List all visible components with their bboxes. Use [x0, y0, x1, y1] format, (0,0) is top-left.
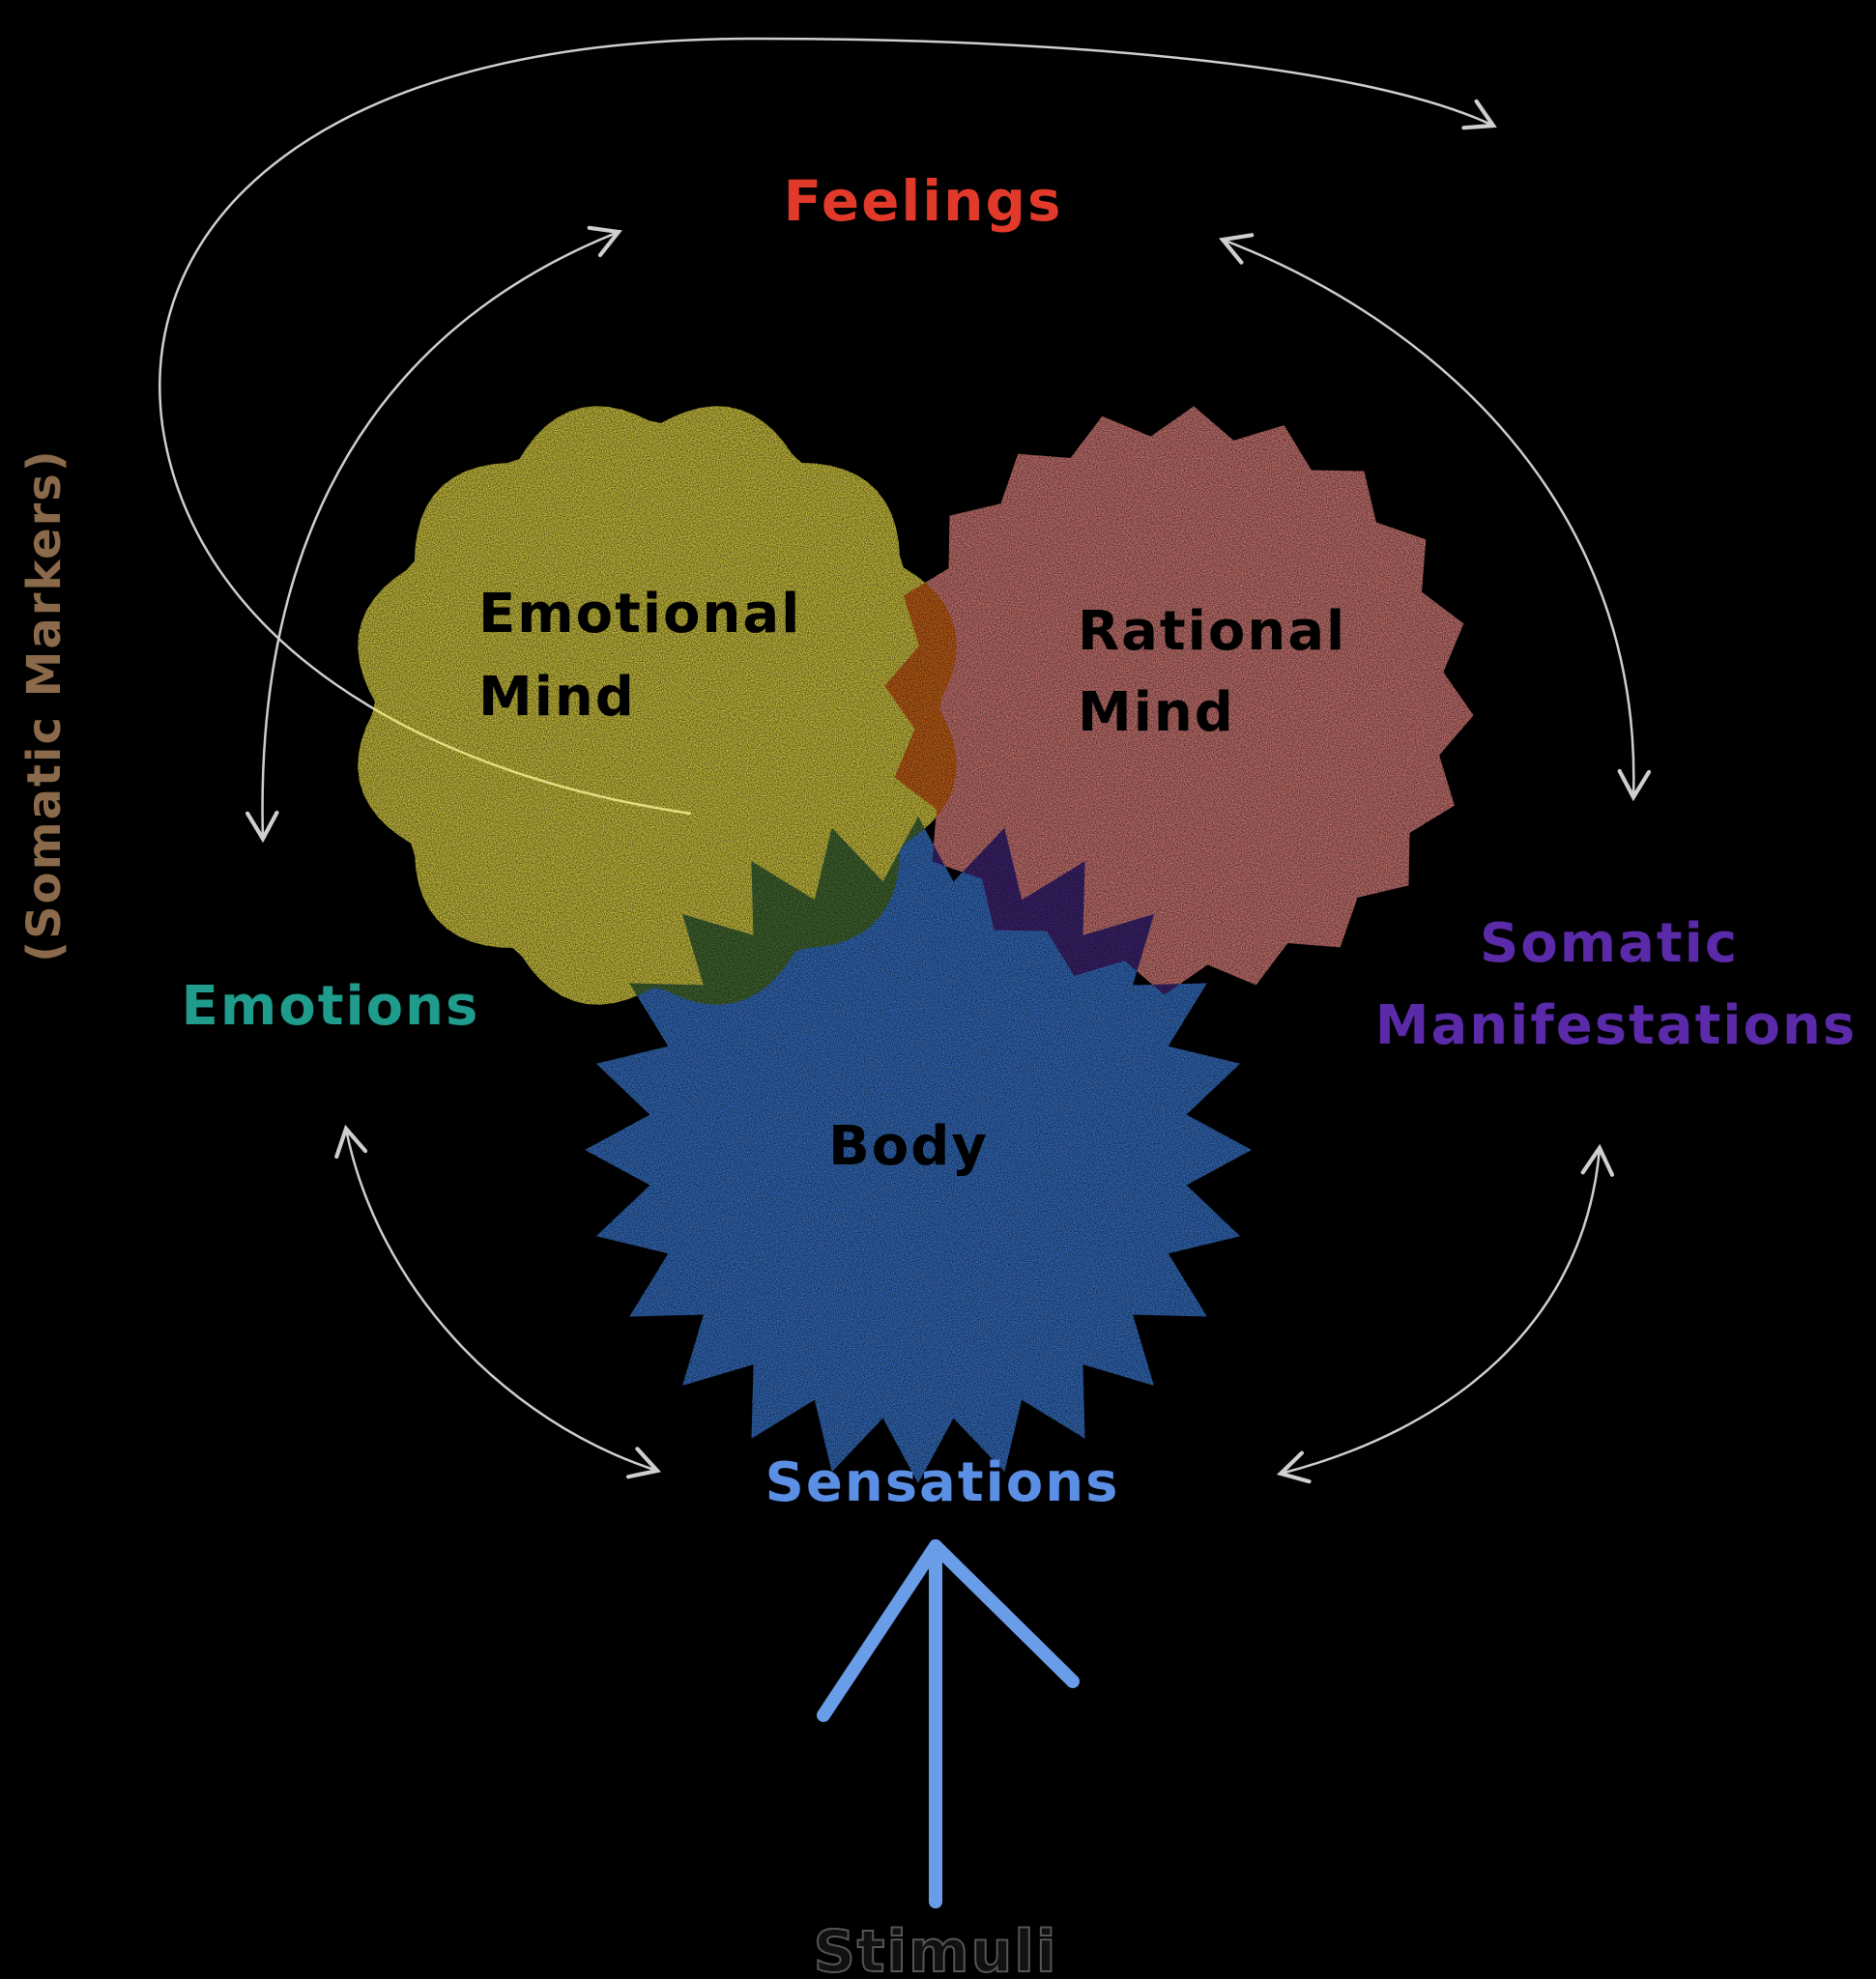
somatic-sensations-arrow	[1276, 1143, 1615, 1484]
sensations-label: Sensations	[765, 1451, 1120, 1514]
emotional-mind-region	[358, 406, 957, 1005]
rational-mind-label-line1: Rational	[1078, 600, 1346, 663]
stimuli-label: Stimuli	[814, 1918, 1058, 1979]
rational-mind-region	[884, 406, 1474, 995]
somatic-manifestations-label-line2: Manifestations	[1375, 994, 1857, 1057]
emotions-label: Emotions	[182, 975, 480, 1038]
feelings-somatic-arrow	[1219, 233, 1652, 802]
feelings-label: Feelings	[783, 168, 1062, 234]
stimuli-arrow	[817, 1539, 1080, 1908]
emotional-body-overlap	[585, 817, 957, 1005]
emotional-mind-label-line2: Mind	[478, 666, 636, 729]
somatic-manifestations-label-line1: Somatic	[1480, 912, 1739, 975]
body-label: Body	[828, 1115, 989, 1178]
rational-mind-label-line2: Mind	[1078, 681, 1235, 744]
somatic-markers-label: (Somatic Markers)	[17, 448, 72, 962]
emotions-feelings-arrow	[245, 225, 622, 844]
emotional-mind-label-line1: Emotional	[478, 583, 801, 645]
emotions-sensations-arrow	[334, 1124, 662, 1479]
